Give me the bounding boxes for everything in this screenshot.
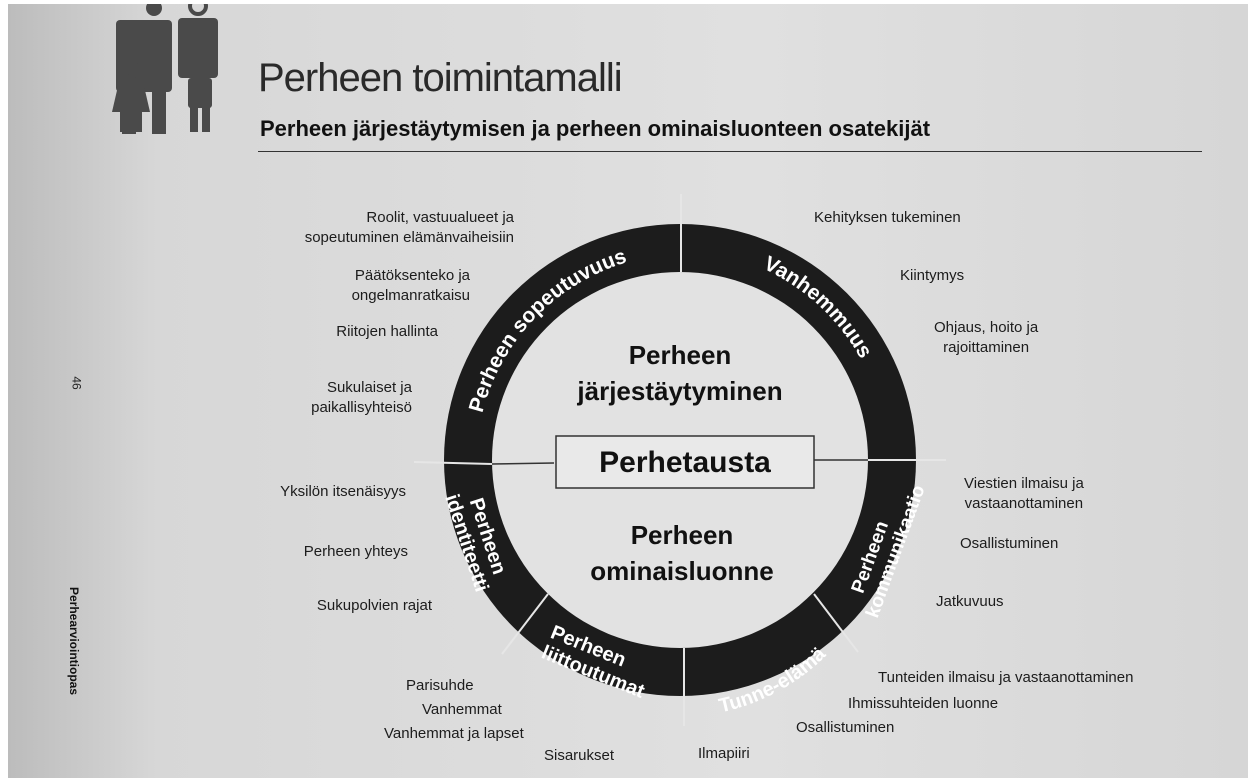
label-ohjaus-line2: rajoittaminen <box>943 339 1030 356</box>
label-riitojen: Riitojen hallinta <box>336 323 438 340</box>
label-paatoksenteko: Päätöksenteko ja ongelmanratkaisu <box>352 266 470 306</box>
divider-bottom-left <box>501 593 549 655</box>
label-ihmissuhteiden: Ihmissuhteiden luonne <box>848 695 999 712</box>
perhetausta-box <box>555 435 815 489</box>
label-sisarukset: Sisarukset <box>544 747 615 764</box>
family-model-diagram: Perhetausta Perheen järjestäytyminen Per… <box>413 194 946 726</box>
label-osallistuminen-tunne: Osallistuminen <box>796 719 895 736</box>
label-sukupolvien: Sukupolvien rajat <box>316 597 432 614</box>
label-kiintymys: Kiintymys <box>900 267 965 284</box>
label-jatkuvuus: Jatkuvuus <box>936 593 1004 610</box>
label-vanhemmat-lapset: Vanhemmat ja lapset <box>384 725 524 742</box>
label-vanhemmat: Vanhemmat <box>422 701 502 718</box>
family-logo <box>112 4 218 134</box>
label-viestien-line1: Viestien ilmaisu ja <box>964 475 1084 492</box>
ominaisluonne-line1: Perheen <box>631 520 734 550</box>
jarjestaytyminen-line2: järjestäytyminen <box>576 376 782 406</box>
perhetausta-label: Perhetausta <box>599 446 771 479</box>
label-roolit-line2: sopeutuminen elämänvaiheisiin <box>304 229 514 246</box>
page-subtitle: Perheen järjestäytymisen ja perheen omin… <box>260 116 931 141</box>
label-paatoksenteko-line1: Päätöksenteko ja <box>354 267 470 284</box>
label-tunteiden: Tunteiden ilmaisu ja vastaanottaminen <box>878 669 1134 686</box>
divider-bottom-right <box>813 593 859 653</box>
jarjestaytyminen-line1: Perheen <box>629 340 732 370</box>
label-sukulaiset: Sukulaiset ja paikallisyhteisö <box>311 378 412 418</box>
divider-left <box>413 461 493 465</box>
label-viestien-line2: vastaanottaminen <box>964 495 1084 512</box>
label-ohjaus-line1: Ohjaus, hoito ja <box>934 319 1039 336</box>
label-yksilon: Yksilön itsenäisyys <box>280 483 406 500</box>
label-kehityksen: Kehityksen tukeminen <box>814 209 961 226</box>
label-sukulaiset-line2: paikallisyhteisö <box>311 399 412 416</box>
label-ohjaus: Ohjaus, hoito ja rajoittaminen <box>934 318 1038 358</box>
label-osallistuminen-kommunikaatio: Osallistuminen <box>960 535 1059 552</box>
title-divider <box>258 151 1202 152</box>
label-paatoksenteko-line2: ongelmanratkaisu <box>351 287 470 304</box>
label-viestien: Viestien ilmaisu ja vastaanottaminen <box>964 474 1084 514</box>
label-sukulaiset-line1: Sukulaiset ja <box>326 379 412 396</box>
label-roolit: Roolit, vastuualueet ja sopeutuminen elä… <box>305 208 514 248</box>
ominaisluonne-line2: ominaisluonne <box>590 556 773 586</box>
label-ilmapiiri: Ilmapiiri <box>698 745 750 762</box>
document-page: Perheen toimintamalli Perheen järjestäyt… <box>8 4 1248 778</box>
label-roolit-line1: Roolit, vastuualueet ja <box>366 209 514 226</box>
label-parisuhde: Parisuhde <box>406 677 474 694</box>
box-connector-left <box>491 462 555 465</box>
label-perheen-yhteys: Perheen yhteys <box>303 543 408 560</box>
page-title: Perheen toimintamalli <box>258 56 623 100</box>
